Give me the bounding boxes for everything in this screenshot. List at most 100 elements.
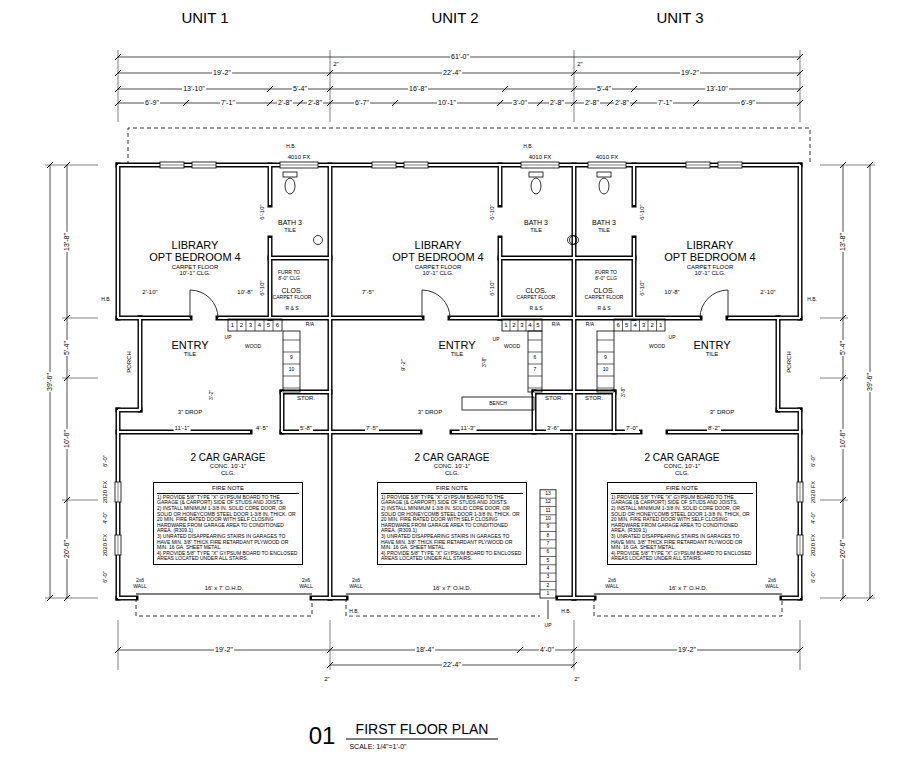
room-text: LIBRARY <box>687 239 734 251</box>
stair-tread <box>283 376 300 377</box>
plan-label: 5'-4" <box>839 340 847 356</box>
plan-label: 4'-5" <box>255 425 269 432</box>
wall <box>116 410 121 598</box>
plan-label: 18'-4" <box>415 646 435 654</box>
plan-label: 3 <box>641 322 646 329</box>
wall <box>798 165 803 318</box>
plan-label: PORCH <box>786 350 793 374</box>
plan-label: 39'-6" <box>46 372 54 392</box>
wall <box>312 596 330 601</box>
plan-label: 2 <box>650 322 655 329</box>
scale-note: SCALE: 1/4"=1'-0" <box>348 743 407 751</box>
note-text: 3) UNRATED DISAPPEARING STAIRS IN GARAGE… <box>611 534 753 551</box>
wall-core <box>118 597 136 599</box>
plan-label: 2020 FX <box>102 533 109 558</box>
extension-line <box>820 598 875 599</box>
extension-line <box>820 378 848 379</box>
extension-line <box>574 620 575 670</box>
window-glass <box>686 165 710 166</box>
plan-label: 6'-0" <box>810 570 817 584</box>
toilet-bowl <box>531 178 541 194</box>
plan-label: 5'-4" <box>292 85 308 93</box>
dimension-tick <box>631 86 637 92</box>
wall-core <box>270 257 330 259</box>
dashed-outline <box>128 128 810 616</box>
wall <box>668 430 800 435</box>
stair-tread <box>597 388 614 389</box>
extension-line <box>62 318 98 319</box>
plan-label: 6'-7" <box>354 99 370 107</box>
wall-core <box>574 597 594 599</box>
door-swing <box>700 290 728 318</box>
plan-label: 5'-4" <box>63 340 71 356</box>
plan-label: UP <box>224 335 233 341</box>
stair-tread <box>540 564 556 565</box>
room-text: ENTRY <box>693 339 730 351</box>
wall <box>268 238 273 318</box>
room-text: STOR. <box>545 395 563 402</box>
dashed-line <box>594 598 782 616</box>
storage-room: STOR. <box>290 392 322 404</box>
plan-label: 7 <box>546 541 551 547</box>
dimension-tick <box>517 647 523 653</box>
room-text: 2 CAR GARAGE <box>190 452 265 463</box>
entry-room: ENTRYTILE <box>427 336 487 360</box>
room-text: CARPET FLOOR <box>172 264 219 271</box>
garage-room: 2 CAR GARAGECONC. 10'-1" CLG.FIRE NOTE1)… <box>577 442 787 592</box>
plan-label: 10'-8" <box>236 289 253 296</box>
plan-label: 5 <box>546 558 551 564</box>
unit-heading: UNIT 3 <box>655 10 704 27</box>
plan-label: 1 <box>546 591 551 597</box>
stair-tread <box>255 319 256 331</box>
note-text: 4) PROVIDE 5/8" TYPE "X" GYPSUM BOARD TO… <box>611 551 753 562</box>
lavatory <box>568 236 577 245</box>
plan-label: R/A <box>585 322 595 328</box>
wall-core <box>118 409 140 411</box>
wall <box>612 392 617 432</box>
dimension-tick <box>502 86 508 92</box>
wall-core <box>499 165 501 205</box>
fixtures <box>283 172 611 410</box>
plan-label: 22'-4" <box>442 69 462 77</box>
plan-label: 2" <box>332 61 339 68</box>
wall-core <box>558 597 574 599</box>
plan-label: 19'-2" <box>214 646 234 654</box>
room-text: 10'-1" CLG. <box>423 270 454 277</box>
dimension-tick <box>267 100 273 106</box>
plan-label: 3 <box>248 322 253 329</box>
plan-label: 6'-10" <box>259 279 266 296</box>
room-text: 2 CAR GARAGE <box>414 452 489 463</box>
entry-room: ENTRYTILE <box>160 336 220 360</box>
plan-label: 6'-10" <box>639 203 646 220</box>
plan-label: 2x6 WALL <box>763 578 781 589</box>
plan-label: 4'-0" <box>102 511 109 525</box>
window-symbol <box>115 482 121 502</box>
room-text: CLOS. <box>281 287 302 295</box>
plan-label: 3 <box>519 322 524 329</box>
plan-label: UP <box>492 337 501 343</box>
plan-label: 3'-2" <box>209 389 215 401</box>
plan-label: 3" DROP <box>417 409 443 416</box>
plan-label: 6'-10" <box>639 279 646 296</box>
plan-label: 2'-10" <box>141 289 158 296</box>
plan-label: R & S <box>284 306 299 312</box>
extension-line <box>330 50 331 122</box>
plan-label: 6 <box>275 322 280 329</box>
room-text: 10'-1" CLG. <box>695 270 726 277</box>
closet-room: CLOS.CARPET FLOOR <box>268 286 316 302</box>
wall-core <box>330 317 422 319</box>
plan-label: 11'-3" <box>460 425 477 432</box>
stair-tread <box>656 319 657 331</box>
extension-line <box>62 500 98 501</box>
room-text: CLOS. <box>593 287 614 295</box>
window-glass <box>160 165 184 166</box>
extension-line <box>800 50 801 122</box>
note-text: 4) PROVIDE 5/8" TYPE "X" GYPSUM BOARD TO… <box>381 551 523 562</box>
wall-core <box>778 317 800 319</box>
wall <box>270 316 330 321</box>
library-room: LIBRARYOPT BEDROOM 4CARPET FLOOR10'-1" C… <box>375 230 501 286</box>
dimension-line <box>843 165 844 598</box>
walls <box>118 165 800 598</box>
window-symbol <box>588 162 626 168</box>
wall <box>330 596 346 601</box>
